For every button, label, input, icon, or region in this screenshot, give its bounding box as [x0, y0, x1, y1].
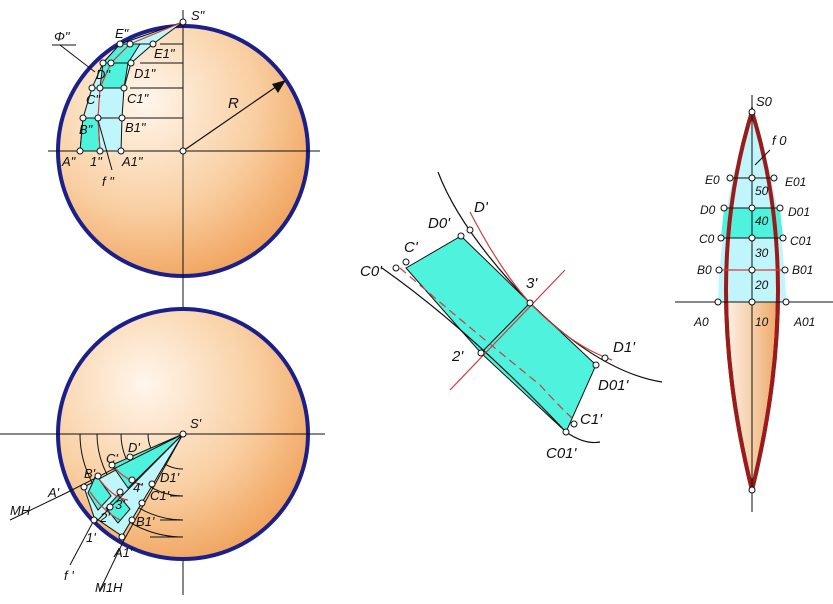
dev-mid-3: 30 [755, 246, 769, 260]
top-mid-2: 2' [99, 510, 110, 525]
front-left-c: C" [86, 92, 101, 107]
front-points [76, 18, 187, 155]
front-view: S" R Φ" f " 1" A" B" C" D" E" A1" B1" C1… [48, 8, 320, 595]
front-left-e: E" [115, 26, 130, 41]
top-apex-label: S' [190, 416, 202, 431]
top-right-c1: C1' [150, 488, 170, 503]
top-left-a: A' [47, 485, 60, 500]
top-right-b1: B1' [136, 514, 155, 529]
radius-line [182, 81, 284, 152]
dev-right-d: D01 [788, 205, 810, 219]
top-left-d: D' [128, 440, 140, 455]
front-left-d: D" [96, 67, 111, 82]
top-left-c: C' [106, 451, 118, 466]
mid-c01: C01' [546, 445, 578, 462]
mh-label: MH [10, 503, 31, 518]
mid-2: 2' [451, 348, 464, 365]
dev-mid-4: 40 [755, 214, 769, 228]
dev-top: S0 [756, 94, 773, 109]
mid-d1: D1' [613, 339, 636, 356]
mid-c: C' [404, 239, 419, 256]
m1h-label: M1H [95, 580, 123, 595]
dev-mid-1: 10 [755, 315, 769, 329]
front-apex-label: S" [191, 8, 206, 23]
front-axis-f-label: f " [102, 174, 115, 189]
top-mid-4: 4' [133, 480, 143, 495]
mid-c0: C0' [360, 263, 383, 280]
dev-left-c: C0 [699, 232, 715, 246]
top-left-b: B' [84, 466, 96, 481]
dev-right-b: B01 [792, 263, 813, 277]
dev-left-d: D0 [700, 203, 716, 217]
front-right-c1: C1" [127, 91, 150, 106]
dev-left-a: A0 [693, 315, 709, 329]
radius-arrowhead [272, 80, 286, 93]
front-left-b: B" [79, 122, 94, 137]
top-points [80, 430, 187, 541]
mid-d: D' [474, 199, 489, 216]
mid-3: 3' [526, 275, 538, 292]
front-strip [79, 21, 184, 152]
front-right-a1: A1" [121, 154, 144, 169]
front-right-b1: B1" [125, 120, 147, 135]
front-mid-label: 1" [90, 154, 103, 169]
dev-mid-5: 50 [755, 184, 769, 198]
mid-d0: D0' [428, 215, 451, 232]
dev-left-b: B0 [697, 263, 712, 277]
mid-c1: C1' [580, 411, 603, 428]
radius-label: R [228, 95, 239, 112]
top-mid-3: 3' [115, 497, 125, 512]
top-right-d1: D1' [160, 470, 180, 485]
dev-right-c: C01 [790, 234, 812, 248]
front-left-a: A" [61, 154, 77, 169]
middle-view: C0' C' D0' D' 3' 2' D1' D01' C1' C01' [360, 171, 663, 462]
dev-right-a: A01 [793, 315, 815, 329]
front-right-e1: E1" [154, 46, 176, 61]
top-mid-1: 1' [86, 530, 96, 545]
phi-label: Φ" [54, 29, 71, 44]
front-right-d1: D1" [134, 66, 157, 81]
top-right-a1: A1' [113, 545, 133, 560]
middle-points [392, 226, 609, 436]
top-view: S' A' B' C' D' A1' B1' C1' D1' 1' 2' 3' … [0, 307, 325, 595]
dev-right-e: E01 [785, 175, 806, 189]
dev-mid-2: 20 [754, 278, 769, 292]
development-view: S0 f 0 A0 B0 C0 D0 E0 A01 B01 C01 D01 E0… [675, 94, 833, 512]
dev-axis-f: f 0 [772, 133, 787, 148]
lens-points [714, 108, 790, 494]
front-level-lines [120, 43, 183, 119]
top-axis-f-label: f ' [64, 568, 74, 583]
dev-left-e: E0 [705, 173, 720, 187]
mid-d01: D01' [598, 377, 630, 394]
